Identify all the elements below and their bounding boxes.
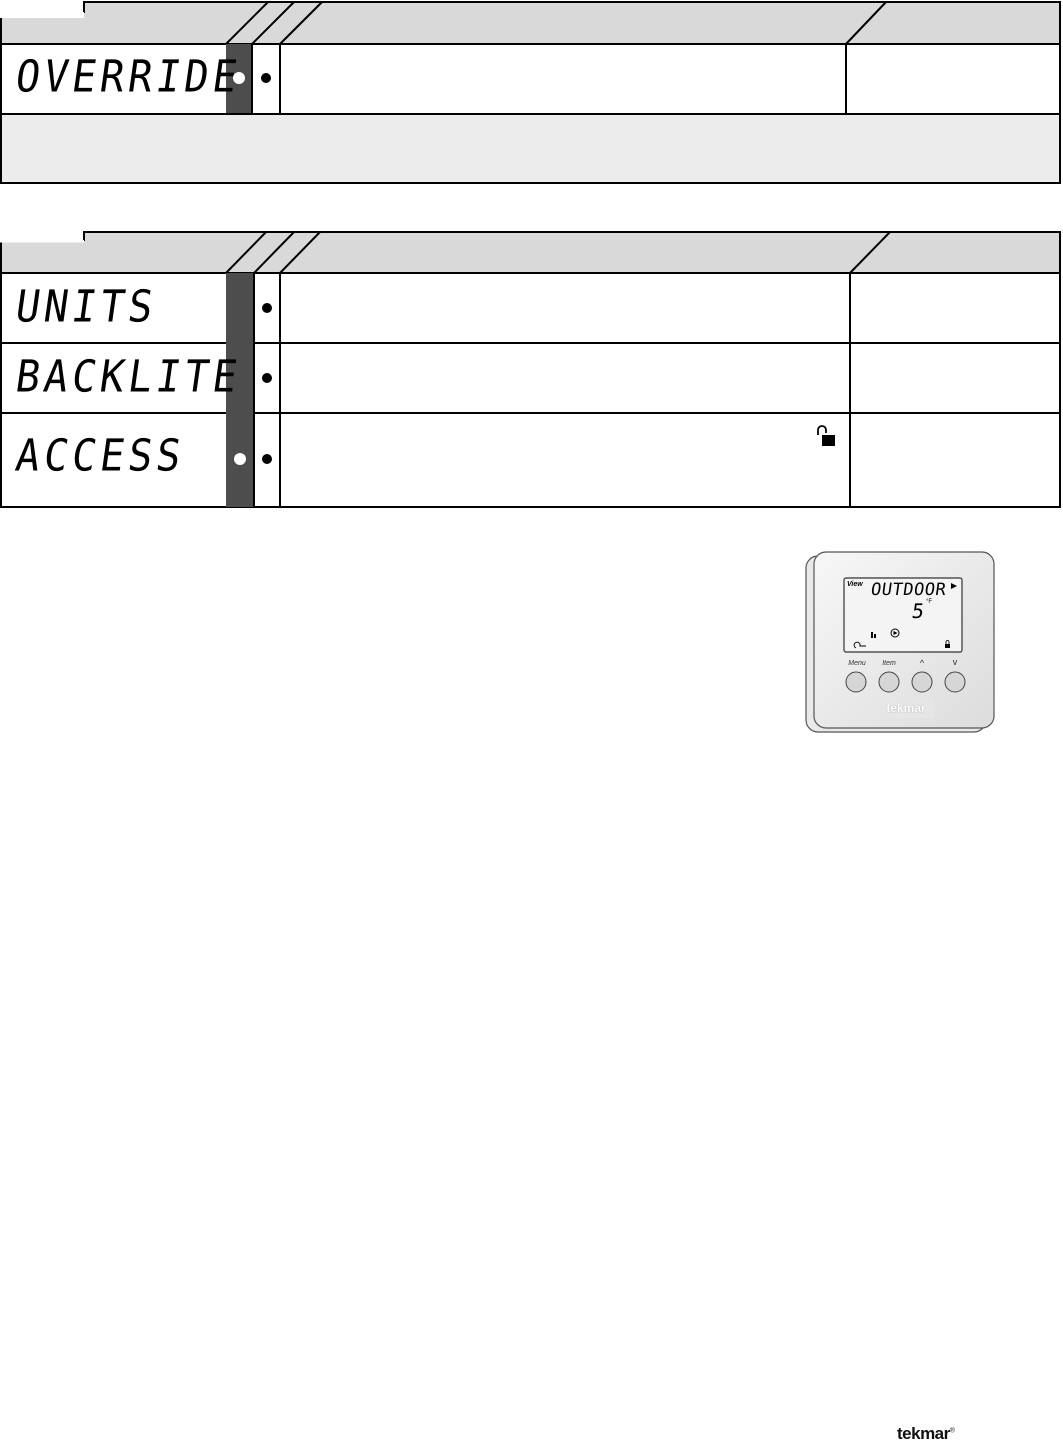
footer-brand-mark: ®	[949, 1427, 955, 1435]
screen-lock-icon	[945, 644, 950, 648]
backlite-lcd-label: BACKLITE	[12, 351, 245, 403]
access-col2-dot	[262, 454, 272, 464]
settings-table-frame	[0, 231, 1061, 508]
units-lcd-label: UNITS	[12, 281, 160, 333]
override-col1-dot	[233, 72, 245, 84]
footer-brand-logo: tekmar®	[897, 1424, 955, 1444]
footer-brand-text: tekmar	[897, 1424, 950, 1443]
units-col2-dot	[262, 303, 272, 313]
thermostat-button-label-item: Item	[882, 660, 896, 667]
backlite-col2-dot	[262, 373, 272, 383]
override-lcd-label: OVERRIDE	[12, 51, 245, 103]
thermostat-screen-unit: °F	[926, 599, 933, 605]
screen-arrow-right-icon	[951, 583, 957, 589]
thermostat-illustration	[805, 551, 995, 733]
thermostat-button-label-down: v	[952, 657, 958, 667]
override-table-frame	[0, 1, 1061, 184]
thermostat-brand: tekmar	[886, 701, 926, 715]
thermostat-button-label-menu: Menu	[848, 660, 866, 667]
override-col2-dot	[261, 73, 271, 83]
unlocked-padlock-icon	[817, 425, 835, 446]
thermostat-view-label: View	[847, 581, 863, 588]
thermostat-screen-line1: OUTDOOR	[869, 580, 948, 600]
thermostat-button-label-up: ^	[919, 658, 925, 668]
access-lcd-label: ACCESS	[12, 430, 189, 482]
screen-play-icon	[890, 628, 900, 638]
access-col1-dot	[234, 453, 246, 465]
